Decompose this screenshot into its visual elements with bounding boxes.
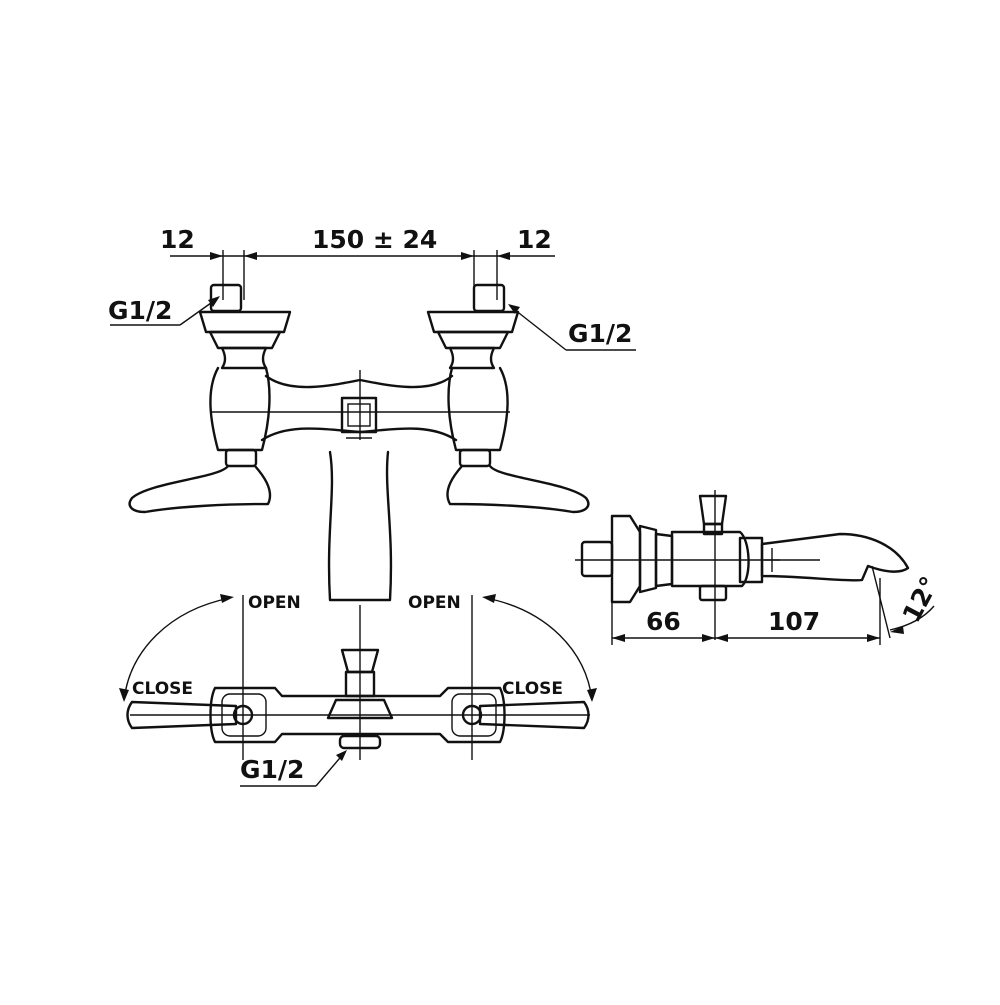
close-right-label: CLOSE [502,679,563,699]
plan-view [119,594,597,787]
open-left-label: OPEN [248,593,301,613]
right-valve-body [426,283,590,514]
open-right-label: OPEN [408,593,461,613]
dim-center-label: 150 ± 24 [312,225,437,254]
labels: 12 150 ± 24 12 G1/2 G1/2 OPEN OPEN CLOSE… [108,225,944,784]
thread-top-left-label: G1/2 [108,296,172,325]
bridge-and-spout [260,374,458,602]
top-dimension [170,250,555,300]
left-valve-body [128,283,292,514]
thread-top-right-label: G1/2 [568,319,632,348]
dim-left-label: 12 [160,225,195,254]
thread-bottom-label: G1/2 [240,755,304,784]
front-view [110,250,636,602]
thread-leaders-top [110,296,636,351]
front-centerlines [210,370,510,440]
dim-side-66-label: 66 [646,607,681,636]
side-view [575,490,935,645]
dim-side-107-label: 107 [768,607,820,636]
dim-right-label: 12 [517,225,552,254]
close-left-label: CLOSE [132,679,193,699]
angle-label: 12° [897,572,945,627]
